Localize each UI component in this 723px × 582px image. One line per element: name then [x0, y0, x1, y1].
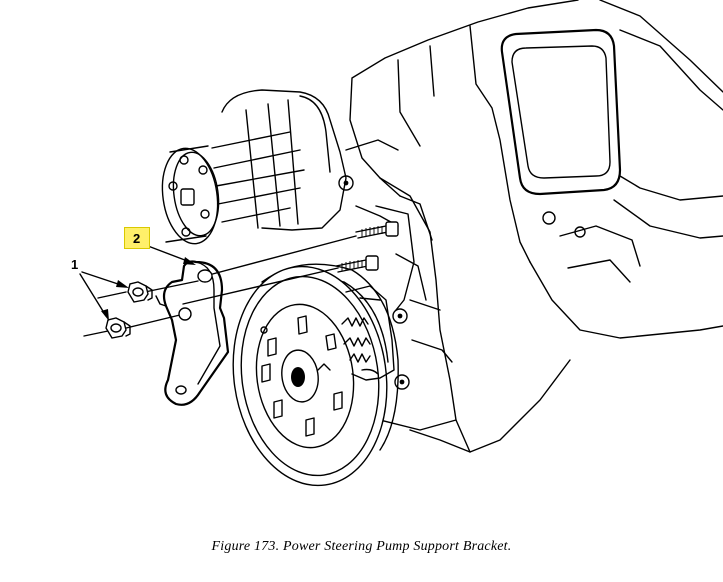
- nuts: [105, 281, 153, 339]
- engine-block: [338, 0, 723, 453]
- callout-leaders: [79, 245, 196, 321]
- callout-1-label: 1: [71, 257, 79, 272]
- nut-lower: [105, 317, 131, 339]
- mounting-studs: [335, 205, 415, 311]
- callout-2-label: 2: [133, 231, 141, 246]
- crankshaft-pulley: [232, 263, 399, 487]
- alignment-lines: [83, 235, 357, 337]
- water-pump: [161, 89, 347, 245]
- nut-upper: [127, 281, 153, 303]
- support-bracket: [155, 260, 230, 406]
- timing-tab: [341, 285, 395, 381]
- figure-caption: Figure 173. Power Steering Pump Support …: [211, 539, 512, 554]
- callout-2-highlight: [124, 227, 150, 249]
